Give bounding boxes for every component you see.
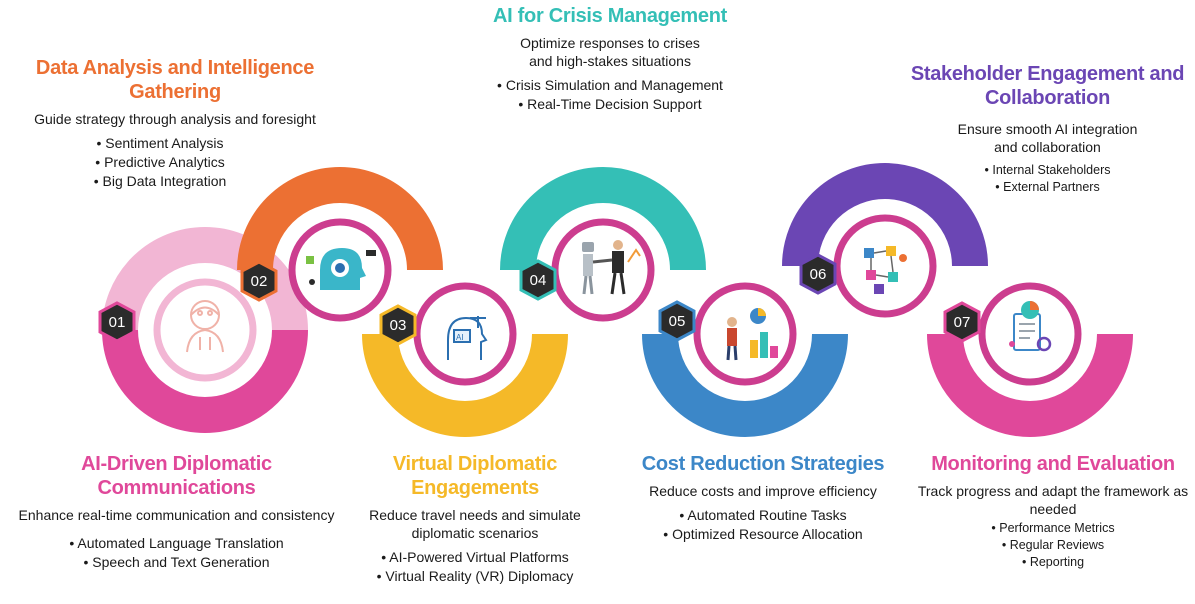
arc-band-02 <box>237 167 443 271</box>
step-number-badge-06: 06 <box>799 253 837 295</box>
step-number-badge-07: 07 <box>943 301 981 343</box>
step-bullets: • Sentiment Analysis • Predictive Analyt… <box>0 134 340 191</box>
step-05-text: Cost Reduction Strategies Reduce costs a… <box>628 452 898 544</box>
step-description: Guide strategy through analysis and fore… <box>34 111 316 127</box>
step-01-text: AI-Driven Diplomatic Communications Enha… <box>4 452 349 572</box>
bullet-item: • Reporting <box>1021 555 1085 569</box>
bullet-item: • Internal Stakeholders <box>984 163 1111 177</box>
step-06-text: Stakeholder Engagement and Collaboration… <box>905 62 1190 196</box>
bullet-item: • Speech and Text Generation <box>83 554 270 570</box>
ai-humanoid-icon <box>186 300 224 353</box>
step-description: Ensure smooth AI integration and collabo… <box>957 121 1138 155</box>
arc-band-04 <box>500 167 706 271</box>
arc-band-06 <box>782 163 988 267</box>
bullet-item: • Crisis Simulation and Management <box>497 77 723 93</box>
step-number-badge-05: 05 <box>658 300 696 342</box>
bullet-item: • Automated Routine Tasks <box>679 507 847 523</box>
step-circle-03: AI <box>413 282 517 386</box>
bullet-item: • External Partners <box>995 180 1100 194</box>
step-03-text: Virtual Diplomatic Engagements Reduce tr… <box>355 452 595 586</box>
step-title: AI for Crisis Management <box>493 5 727 27</box>
arc-band-07 <box>927 333 1133 437</box>
step-number-badge-02: 02 <box>240 260 278 302</box>
step-title: Cost Reduction Strategies <box>641 453 885 475</box>
step-bullets: • AI-Powered Virtual Platforms • Virtual… <box>355 548 595 586</box>
cost-reduction-team-icon <box>726 308 778 361</box>
step-number: 03 <box>390 317 407 334</box>
step-07-text: Monitoring and Evaluation Track progress… <box>912 452 1194 571</box>
step-circle-02 <box>288 218 392 322</box>
step-number: 04 <box>530 272 547 289</box>
step-title: Virtual Diplomatic Engagements <box>392 453 558 499</box>
step-circle-05 <box>693 282 797 386</box>
ai-chip-label: AI <box>456 333 464 342</box>
step-bullets: • Automated Language Translation • Speec… <box>4 534 349 572</box>
step-bullets: • Internal Stakeholders • External Partn… <box>905 162 1190 196</box>
arc-band-01 <box>102 227 308 433</box>
robot-handshake-icon <box>582 240 641 295</box>
bullet-item: • Optimized Resource Allocation <box>663 526 863 542</box>
step-title: Data Analysis and Intelligence Gathering <box>35 57 315 103</box>
step-number: 01 <box>109 314 126 331</box>
step-number-badge-03: 03 <box>379 304 417 346</box>
step-bullets: • Automated Routine Tasks • Optimized Re… <box>628 506 898 544</box>
bullet-item: • Virtual Reality (VR) Diplomacy <box>376 568 574 584</box>
bullet-item: • Big Data Integration <box>93 173 227 189</box>
step-description: Reduce travel needs and simulate diploma… <box>369 507 581 541</box>
arc-band-05 <box>642 333 848 437</box>
monitoring-dashboard-icon <box>1009 301 1052 352</box>
arc-band-03 <box>362 333 568 437</box>
step-number-badge-04: 04 <box>519 259 557 301</box>
ai-scales-icon <box>447 316 488 360</box>
step-circle-01 <box>153 278 257 382</box>
bullet-item: • AI-Powered Virtual Platforms <box>381 549 569 565</box>
step-circle-07 <box>978 282 1082 386</box>
step-circle-04 <box>551 218 655 322</box>
bullet-item: • Real-Time Decision Support <box>518 96 702 112</box>
step-circle-06 <box>833 214 937 318</box>
bullet-item: • Regular Reviews <box>1001 538 1105 552</box>
step-description: Reduce costs and improve efficiency <box>649 483 877 499</box>
step-number-badge-01: 01 <box>98 301 136 343</box>
ai-head-gear-icon <box>306 248 376 290</box>
step-description: Enhance real-time communication and cons… <box>18 507 335 523</box>
step-number: 07 <box>954 314 971 331</box>
step-title: AI-Driven Diplomatic Communications <box>81 453 272 499</box>
bullet-item: • Performance Metrics <box>991 521 1115 535</box>
step-number: 02 <box>251 273 268 290</box>
bullet-item: • Automated Language Translation <box>69 535 284 551</box>
step-description: Track progress and adapt the framework a… <box>917 483 1189 517</box>
step-number: 06 <box>810 266 827 283</box>
collaboration-network-icon <box>864 246 907 294</box>
step-number: 05 <box>669 313 686 330</box>
step-title: Monitoring and Evaluation <box>931 453 1175 475</box>
step-04-text: AI for Crisis Management Optimize respon… <box>475 4 745 114</box>
step-description: Optimize responses to crises and high-st… <box>520 35 700 69</box>
step-title: Stakeholder Engagement and Collaboration <box>910 63 1185 109</box>
step-02-text: Data Analysis and Intelligence Gathering… <box>10 56 340 191</box>
step-bullets: • Performance Metrics • Regular Reviews … <box>912 520 1194 571</box>
step-bullets: • Crisis Simulation and Management • Rea… <box>475 76 745 114</box>
bullet-item: • Predictive Analytics <box>95 154 225 170</box>
bullet-item: • Sentiment Analysis <box>96 135 224 151</box>
